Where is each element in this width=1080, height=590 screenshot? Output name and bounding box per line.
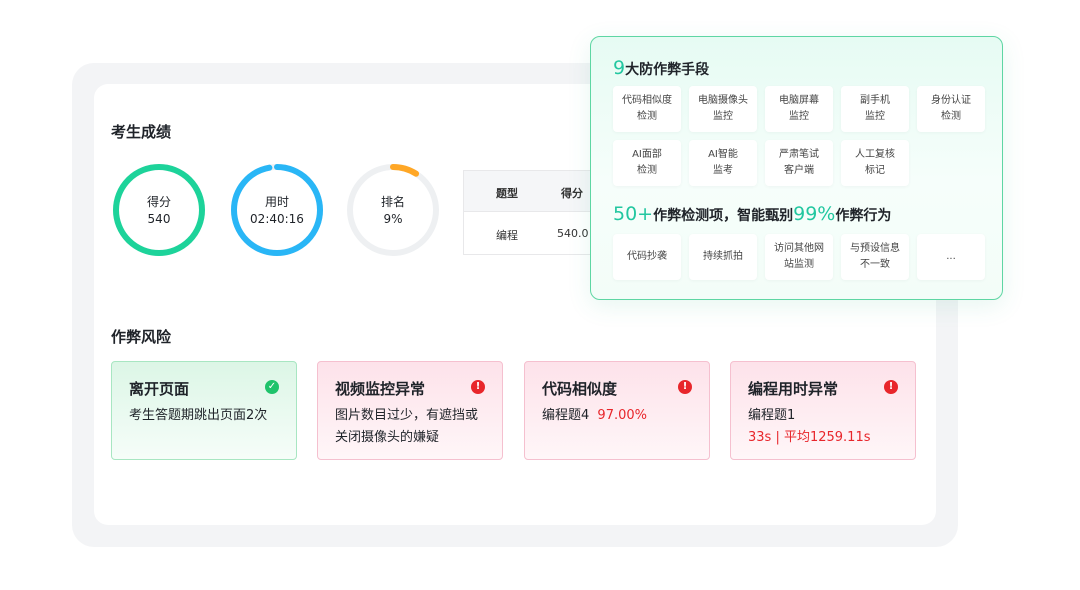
risk-detail-line: 图片数目过少，有遮挡或 <box>335 408 479 423</box>
methods-heading-text: 大防作弊手段 <box>625 62 710 78</box>
risk-card-code-similarity[interactable]: 代码相似度 ! 编程题4 97.00% <box>524 361 710 460</box>
accuracy-percent: 99% <box>793 203 836 225</box>
risk-detail-line: 编程题1 <box>748 408 796 423</box>
chip-label: 客户端 <box>784 165 814 176</box>
rank-label: 排名 <box>380 195 405 209</box>
chip-label: 监控 <box>789 111 809 122</box>
rank-gauge: 排名 9% <box>345 162 441 258</box>
chip-label: 站监测 <box>784 259 814 270</box>
column-header-type: 题型 <box>496 187 518 200</box>
chip-label: 代码相似度 <box>622 95 672 106</box>
alert-icon: ! <box>884 380 898 394</box>
chip-label: 不一致 <box>860 259 890 270</box>
check-icon: ✓ <box>265 380 279 394</box>
detection-chip: ... <box>917 234 985 280</box>
column-header-score: 得分 <box>561 187 583 200</box>
duration-value: 02:40:16 <box>250 212 304 226</box>
risk-card-detail: 编程题1 33s | 平均1259.11s <box>748 405 903 449</box>
chip-label: 严肃笔试 <box>779 149 819 160</box>
chip-label: ... <box>946 251 956 262</box>
risk-detail-line: 编程题4 <box>542 408 590 423</box>
chip-label: AI面部 <box>632 149 662 160</box>
risk-card-title: 离开页面 <box>129 380 190 398</box>
similarity-percent: 97.00% <box>597 408 647 423</box>
score-section-title: 考生成绩 <box>111 123 172 141</box>
score-table: 题型 得分 编程 540.0 <box>463 170 604 255</box>
score-table-header: 题型 得分 <box>464 171 604 212</box>
risk-card-title: 视频监控异常 <box>335 380 426 398</box>
chip-label: 电脑屏幕 <box>779 95 819 106</box>
methods-count: 9 <box>613 57 626 79</box>
duration-gauge: 用时 02:40:16 <box>229 162 325 258</box>
method-chip: 电脑摄像头监控 <box>689 86 757 132</box>
risk-card-video[interactable]: 视频监控异常 ! 图片数目过少，有遮挡或 关闭摄像头的嫌疑 <box>317 361 503 460</box>
method-chip: 代码相似度检测 <box>613 86 681 132</box>
risk-card-coding-time[interactable]: 编程用时异常 ! 编程题1 33s | 平均1259.11s <box>730 361 916 460</box>
score-label: 得分 <box>146 195 171 209</box>
chip-label: 访问其他网 <box>774 243 824 254</box>
panel-heading-methods: 9大防作弊手段 <box>613 57 709 79</box>
row-score-cell: 540.0 <box>557 227 589 240</box>
chip-label: 人工复核 <box>855 149 895 160</box>
chip-label: 检测 <box>941 111 961 122</box>
chip-label: 副手机 <box>860 95 890 106</box>
risk-card-detail: 考生答题期跳出页面2次 <box>129 405 284 427</box>
method-chip: 严肃笔试客户端 <box>765 140 833 186</box>
chip-label: 电脑摄像头 <box>698 95 748 106</box>
method-chip: 电脑屏幕监控 <box>765 86 833 132</box>
risk-detail-line: 关闭摄像头的嫌疑 <box>335 430 440 445</box>
alert-icon: ! <box>471 380 485 394</box>
chip-label: 标记 <box>865 165 885 176</box>
detection-chip: 与预设信息不一致 <box>841 234 909 280</box>
detection-chip: 持续抓拍 <box>689 234 757 280</box>
rank-gauge-ring <box>347 164 439 256</box>
method-chip: 人工复核标记 <box>841 140 909 186</box>
chip-label: 与预设信息 <box>850 243 900 254</box>
risk-card-detail: 编程题4 97.00% <box>542 405 697 427</box>
method-chip: 副手机监控 <box>841 86 909 132</box>
method-chip: AI面部检测 <box>613 140 681 186</box>
chip-label: 检测 <box>637 111 657 122</box>
row-type-cell: 编程 <box>496 229 518 242</box>
risk-detail-line: 考生答题期跳出页面2次 <box>129 408 268 423</box>
chip-label: 持续抓拍 <box>703 251 743 262</box>
risk-section-title: 作弊风险 <box>111 328 172 346</box>
method-chip: 身份认证检测 <box>917 86 985 132</box>
detections-heading-suffix: 作弊行为 <box>835 208 892 224</box>
duration-gauge-ring <box>231 164 323 256</box>
chip-label: 监控 <box>713 111 733 122</box>
chip-label: 身份认证 <box>931 95 971 106</box>
rank-value: 9% <box>383 212 403 226</box>
score-gauge-ring <box>113 164 205 256</box>
method-chip: AI智能监考 <box>689 140 757 186</box>
chip-label: 监控 <box>865 111 885 122</box>
alert-icon: ! <box>678 380 692 394</box>
chip-label: 代码抄袭 <box>627 251 667 262</box>
risk-card-leave-page[interactable]: 离开页面 ✓ 考生答题期跳出页面2次 <box>111 361 297 460</box>
score-value: 540 <box>147 212 171 226</box>
duration-label: 用时 <box>264 195 289 209</box>
detection-chip: 代码抄袭 <box>613 234 681 280</box>
chip-label: 监考 <box>712 165 733 176</box>
risk-card-title: 编程用时异常 <box>748 380 839 398</box>
chip-label: 检测 <box>636 165 657 176</box>
detections-count: 50+ <box>613 203 654 225</box>
time-comparison: 33s | 平均1259.11s <box>748 430 871 445</box>
risk-card-detail: 图片数目过少，有遮挡或 关闭摄像头的嫌疑 <box>335 405 490 449</box>
score-gauge: 得分 540 <box>111 162 207 258</box>
detections-heading-text: 作弊检测项，智能甄别 <box>653 208 794 224</box>
risk-card-title: 代码相似度 <box>542 380 618 398</box>
detection-chip: 访问其他网站监测 <box>765 234 833 280</box>
chip-label: AI智能 <box>708 149 738 160</box>
panel-heading-detections: 50+作弊检测项，智能甄别99%作弊行为 <box>613 203 891 225</box>
